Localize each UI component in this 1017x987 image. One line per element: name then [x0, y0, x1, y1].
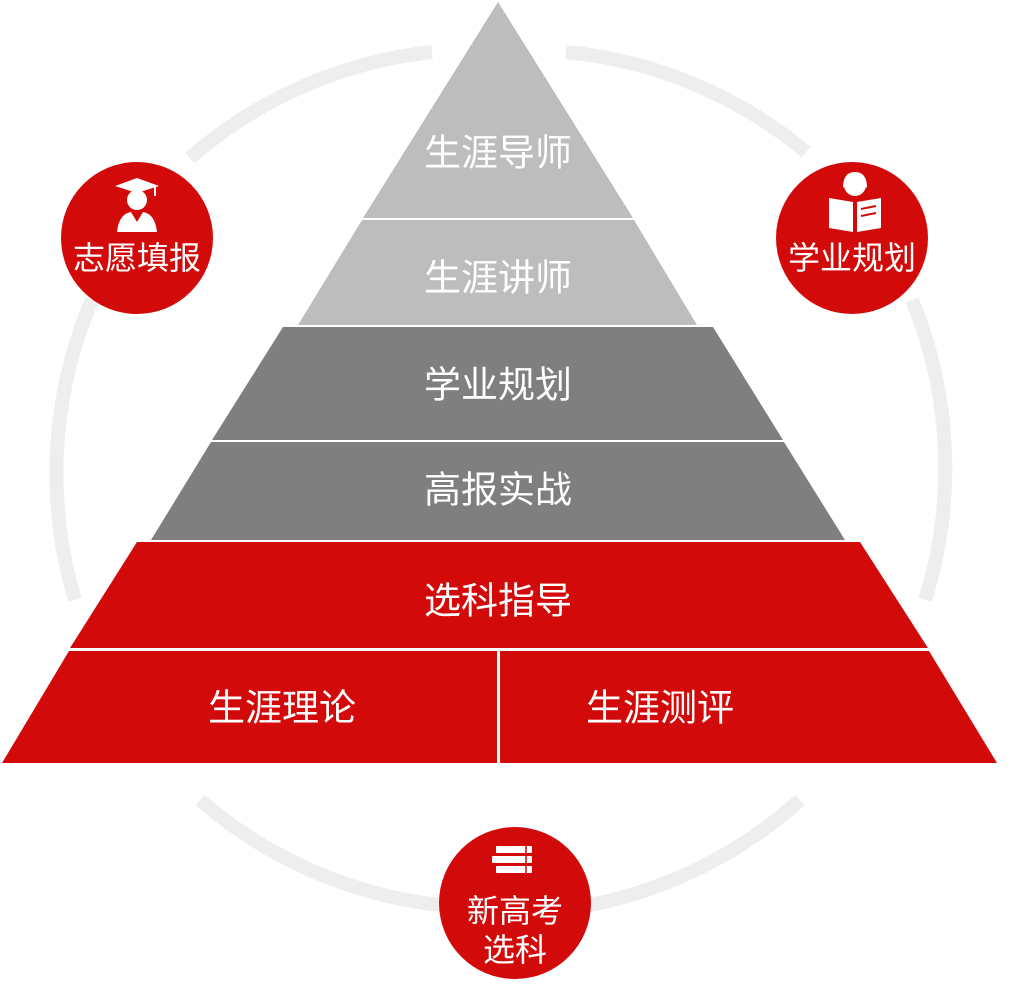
ring-arc-top-right	[565, 45, 811, 158]
ring-arc-bottom-right	[588, 794, 805, 912]
tier-6-left-label: 生涯理论	[208, 687, 356, 730]
badge-left-label: 志愿填报	[73, 239, 201, 277]
tier-5-label: 选科指导	[424, 580, 572, 623]
tier-6-right-shape	[500, 651, 997, 763]
ring-arc-bottom-left	[195, 794, 441, 912]
tier-4-label: 高报实战	[424, 469, 572, 512]
graduate-icon	[115, 178, 159, 232]
badge-left: 志愿填报	[61, 162, 213, 314]
tier-3-label: 学业规划	[424, 364, 572, 407]
badge-bottom-circle	[439, 827, 591, 979]
tier-1-shape	[363, 2, 633, 218]
tier-3-shape	[212, 327, 783, 440]
ring-arc-left	[49, 297, 99, 603]
outer-ring	[49, 45, 953, 912]
tier-2-shape	[298, 220, 697, 325]
badge-right-label: 学业规划	[788, 239, 916, 277]
pyramid: 生涯导师 生涯讲师 学业规划 高报实战 选科指导 生涯理论 生涯测评	[2, 2, 997, 763]
ring-arc-top-left	[185, 45, 433, 164]
book-stack-icon	[492, 846, 532, 873]
tier-1-label: 生涯导师	[424, 132, 572, 175]
tier-2-label: 生涯讲师	[424, 257, 572, 300]
badge-bottom: 新高考 选科	[439, 827, 591, 979]
badge-right-circle	[776, 162, 928, 314]
tier-4-shape	[151, 442, 845, 540]
tier-5-shape	[70, 542, 928, 648]
tier-6-right-label: 生涯测评	[586, 687, 734, 730]
tier-6-left-shape	[2, 651, 497, 763]
badge-left-circle	[61, 162, 213, 314]
badge-bottom-line2: 选科	[483, 931, 547, 969]
ring-arc-right	[905, 297, 953, 603]
badge-bottom-line1: 新高考	[467, 892, 563, 930]
reader-book-icon	[829, 172, 881, 232]
badge-right: 学业规划	[776, 162, 928, 314]
